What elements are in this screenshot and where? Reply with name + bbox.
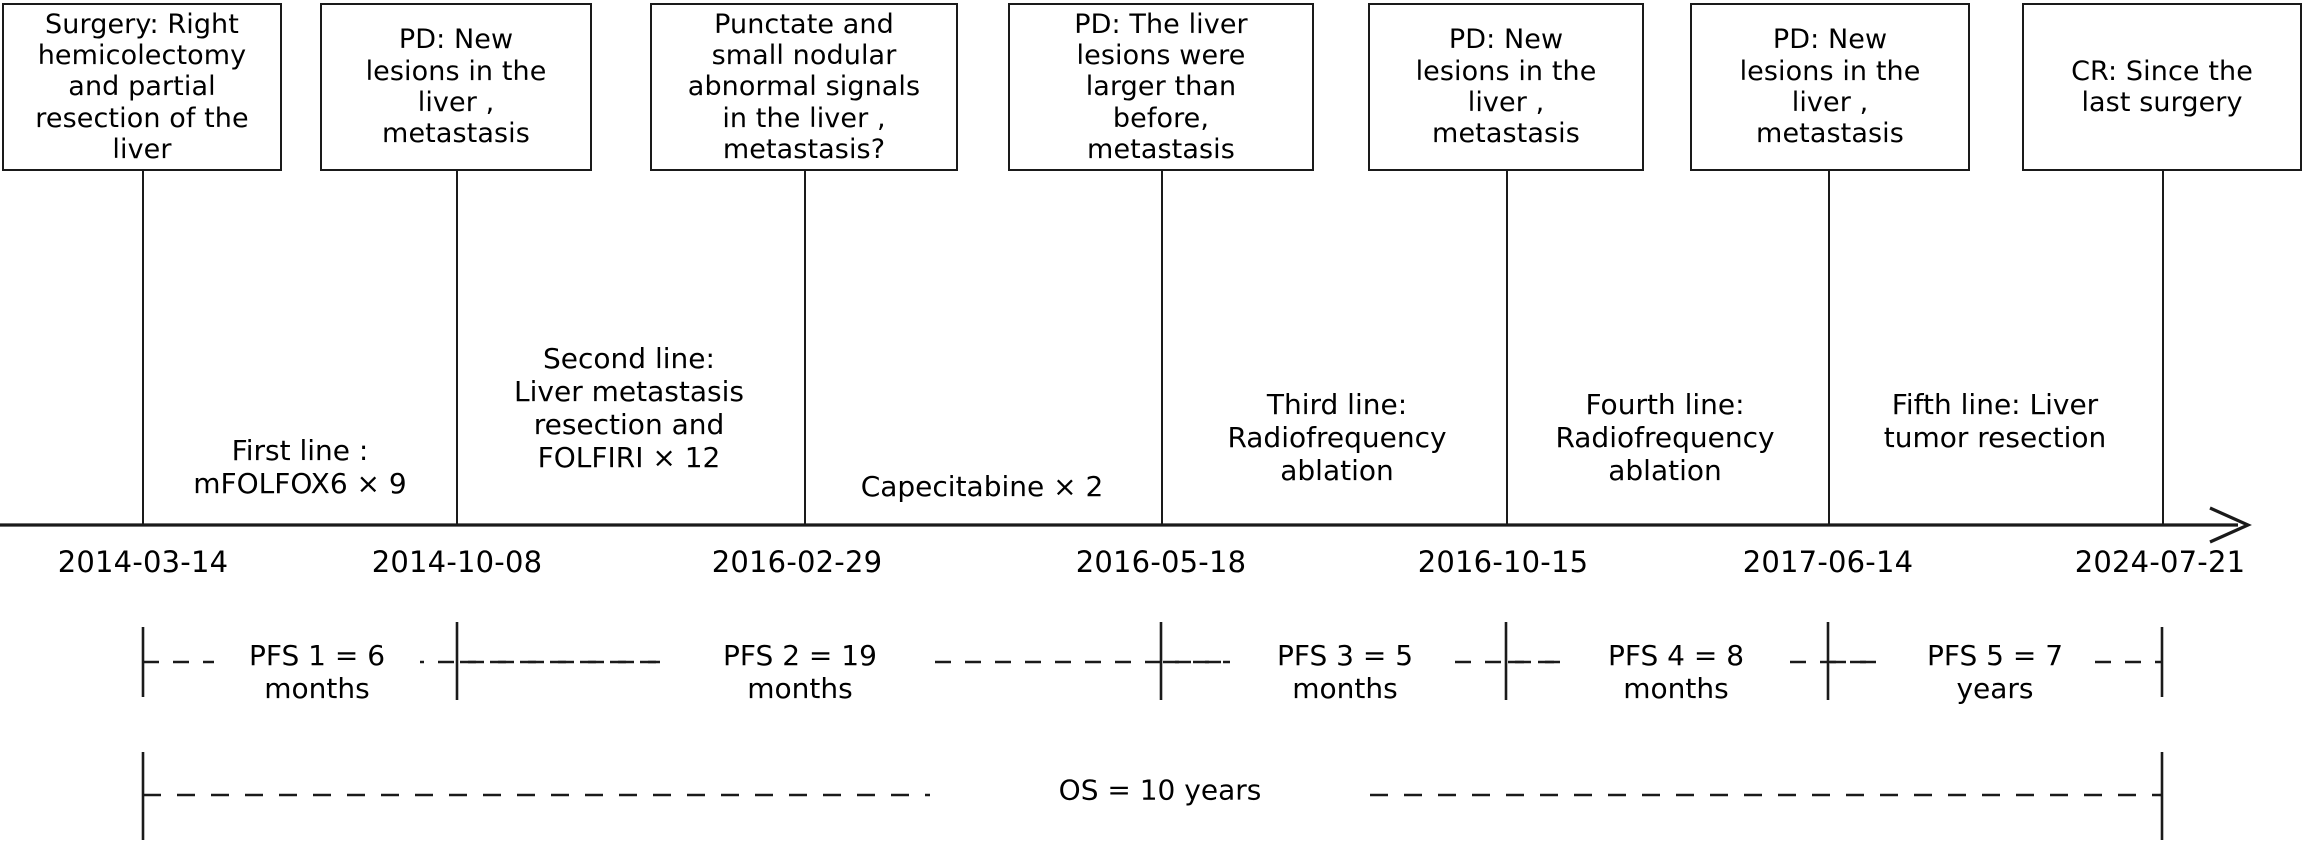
event-box-6: PD: New lesions in the liver , metastasi… — [1690, 3, 1970, 171]
event-box-5: PD: New lesions in the liver , metastasi… — [1368, 3, 1644, 171]
date-label-3: 2016-02-29 — [711, 545, 883, 579]
os-label: OS = 10 years — [1044, 773, 1276, 807]
treatment-line-label-5: Fourth line: Radiofrequency ablation — [1555, 388, 1775, 488]
treatment-line-label-1: First line : mFOLFOX6 × 9 — [193, 434, 407, 501]
date-label-5: 2016-10-15 — [1417, 545, 1589, 579]
event-box-1: Surgery: Right hemicolectomy and partial… — [2, 3, 282, 171]
connector-line-5 — [1506, 171, 1508, 525]
connector-line-7 — [2162, 171, 2164, 525]
pfs-label-4: PFS 4 = 8 months — [1573, 638, 1779, 706]
pfs-label-1: PFS 1 = 6 months — [214, 638, 420, 706]
pfs-label-2: PFS 2 = 19 months — [687, 638, 913, 706]
date-label-4: 2016-05-18 — [1075, 545, 1247, 579]
date-label-1: 2014-03-14 — [57, 545, 229, 579]
date-label-6: 2017-06-14 — [1742, 545, 1914, 579]
connector-line-4 — [1161, 171, 1163, 525]
treatment-line-label-4: Third line: Radiofrequency ablation — [1227, 388, 1447, 488]
date-label-7: 2024-07-21 — [2074, 545, 2246, 579]
date-label-2: 2014-10-08 — [371, 545, 543, 579]
treatment-line-label-6: Fifth line: Liver tumor resection — [1883, 388, 2107, 455]
event-box-2: PD: New lesions in the liver , metastasi… — [320, 3, 592, 171]
time-axis-arrowhead — [2209, 506, 2252, 544]
treatment-line-label-3: Capecitabine × 2 — [860, 470, 1104, 503]
connector-line-3 — [804, 171, 806, 525]
event-box-7: CR: Since the last surgery — [2022, 3, 2302, 171]
pfs-label-5: PFS 5 = 7 years — [1897, 638, 2093, 706]
connector-line-6 — [1828, 171, 1830, 525]
treatment-line-label-2: Second line: Liver metastasis resection … — [514, 342, 744, 475]
pfs-label-3: PFS 3 = 5 months — [1242, 638, 1448, 706]
event-box-3: Punctate and small nodular abnormal sign… — [650, 3, 958, 171]
connector-line-1 — [142, 171, 144, 525]
connector-line-2 — [456, 171, 458, 525]
event-box-4: PD: The liver lesions were larger than b… — [1008, 3, 1314, 171]
